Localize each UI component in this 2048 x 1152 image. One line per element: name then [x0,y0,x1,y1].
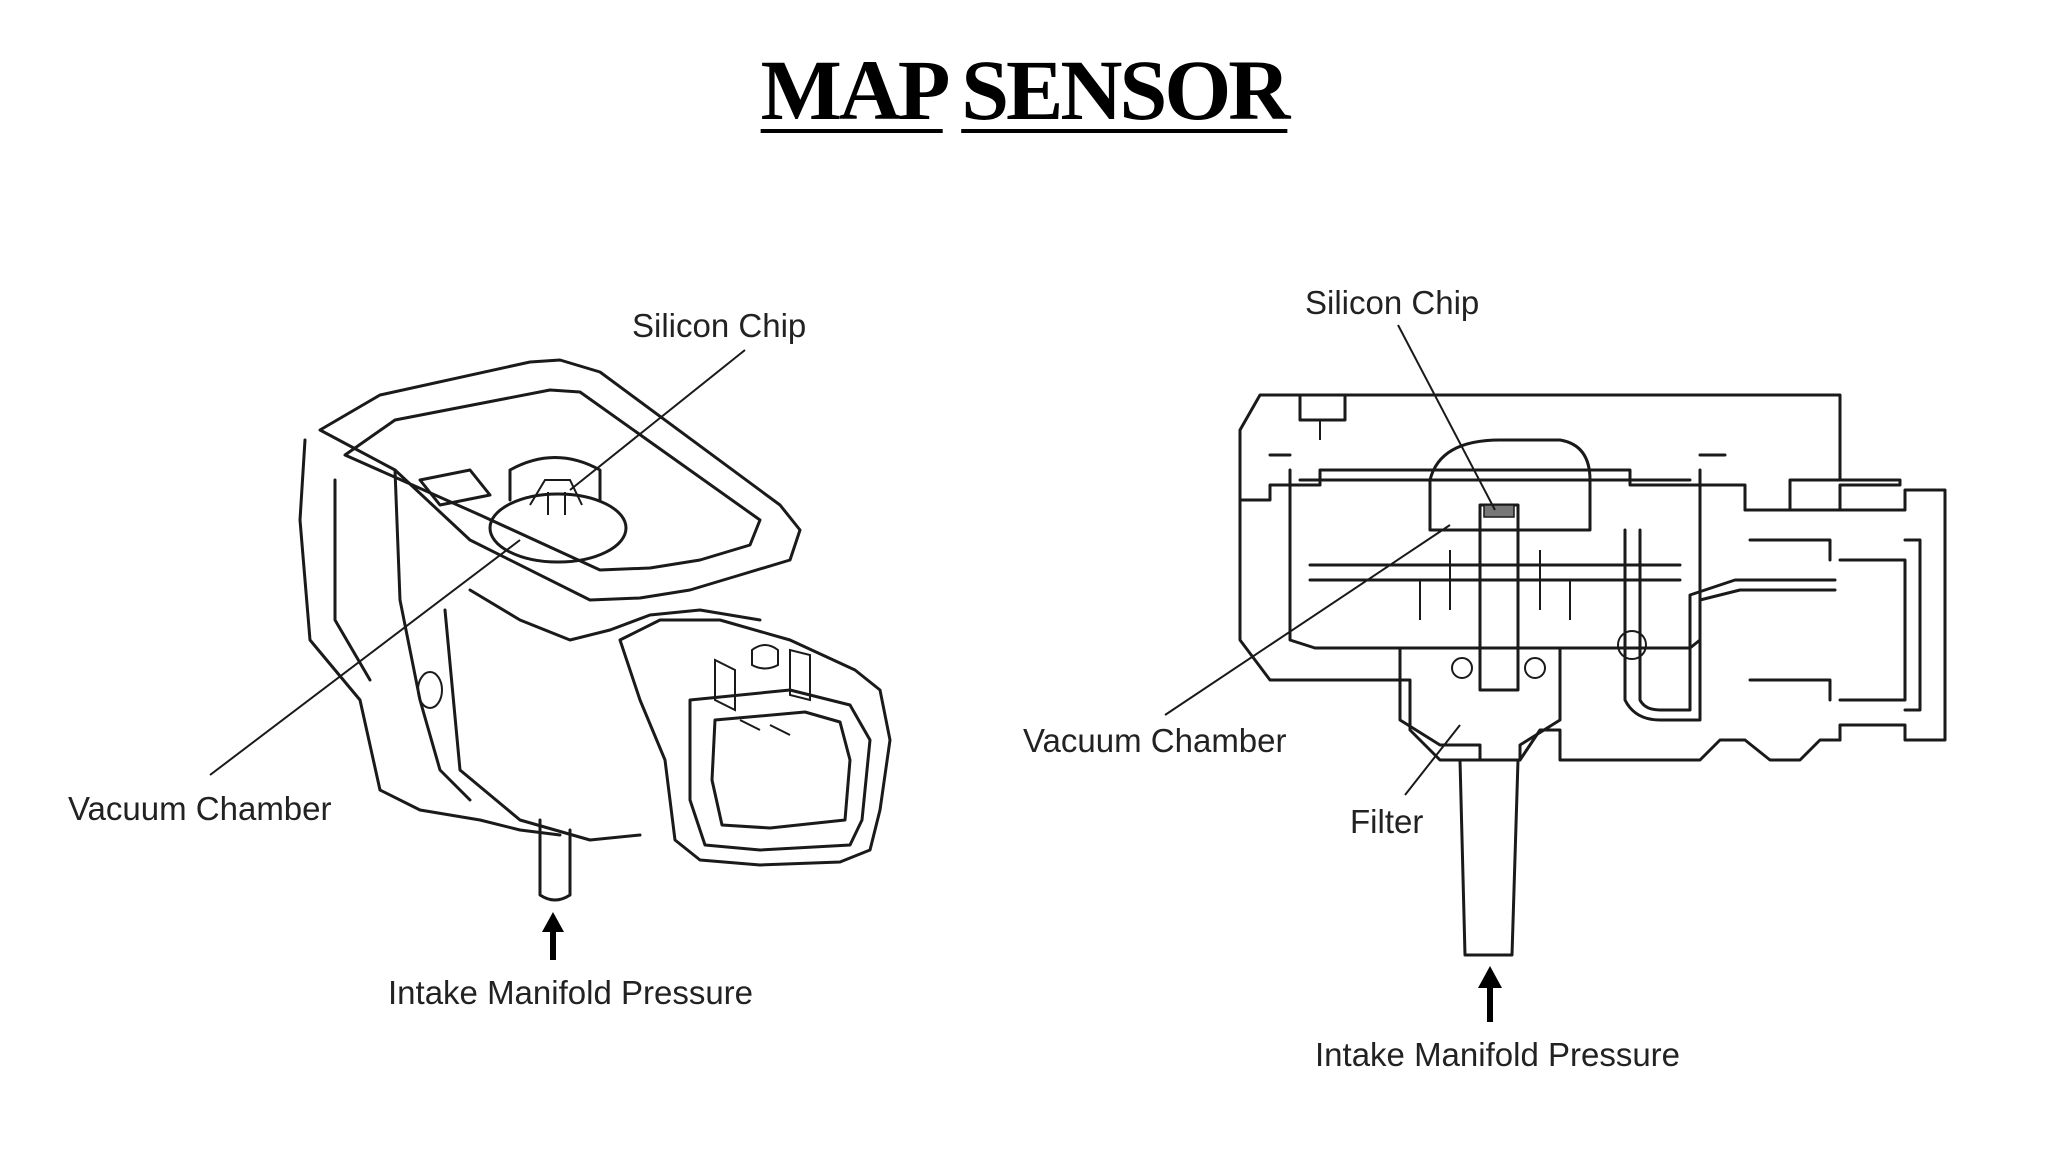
left-sensor-drawing [209,349,892,960]
slide-title: MAP SENSOR [0,40,2048,140]
right-filter-leader [1404,724,1461,796]
title-word-map: MAP [760,42,946,138]
right-label-silicon-chip: Silicon Chip [1305,284,1479,321]
right-vacuum-leader [1164,524,1451,716]
title-word-sensor: SENSOR [961,42,1290,138]
right-label-filter: Filter [1350,803,1423,840]
left-label-silicon-chip: Silicon Chip [632,307,806,344]
right-label-vacuum-chamber: Vacuum Chamber [1023,722,1287,759]
right-chip-leader [1397,324,1496,511]
left-vacuum-leader [209,539,521,776]
right-label-intake-pressure: Intake Manifold Pressure [1315,1036,1680,1073]
right-sensor-drawing [1164,324,1947,1022]
left-label-intake-pressure: Intake Manifold Pressure [388,974,753,1011]
left-chip-leader [569,349,746,491]
left-label-vacuum-chamber: Vacuum Chamber [68,790,332,827]
